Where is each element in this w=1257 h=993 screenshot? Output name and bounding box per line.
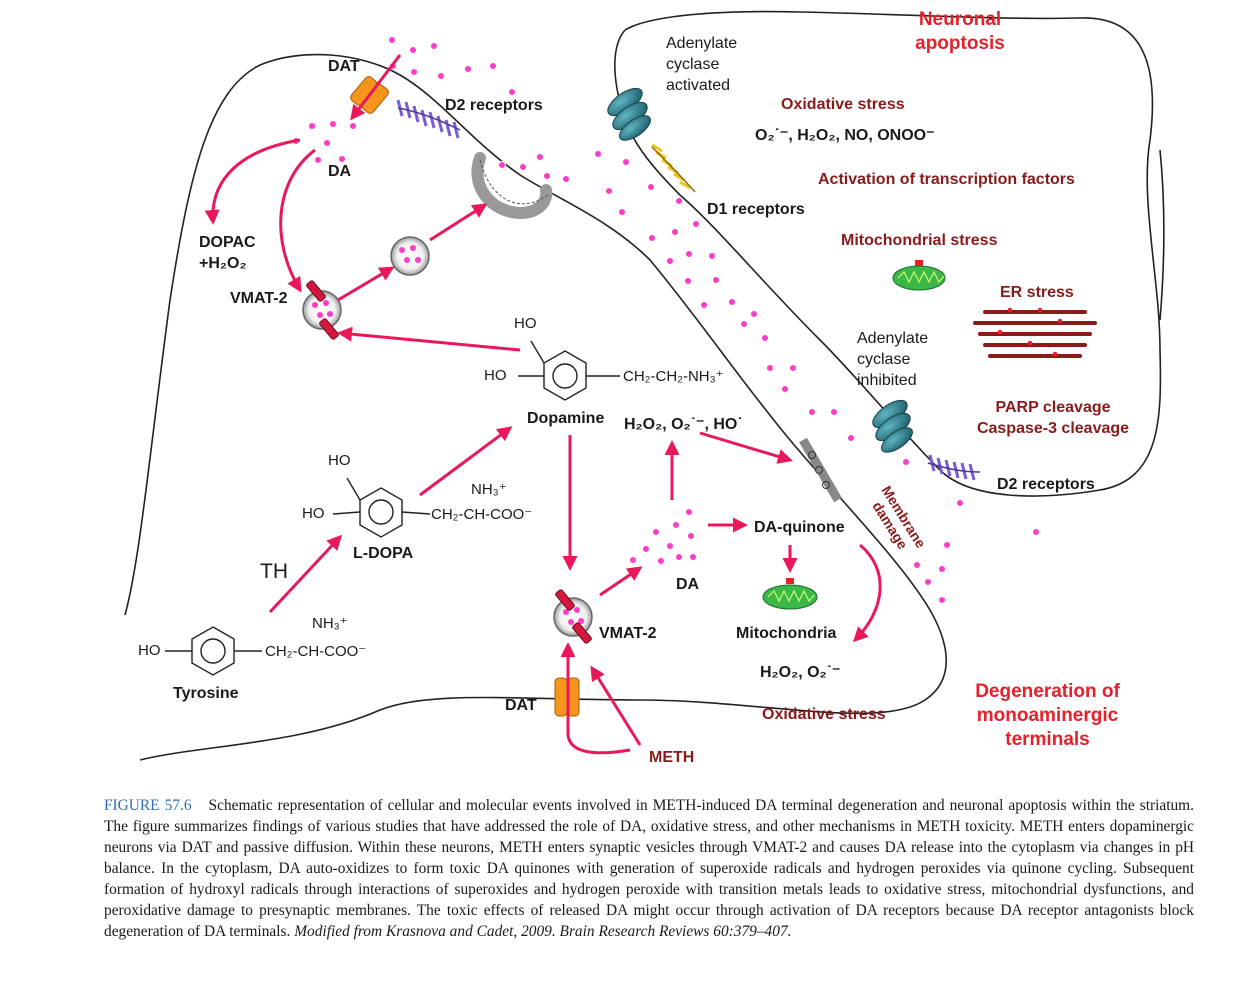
transcription-factors-label: Activation of transcription factors	[818, 171, 1075, 188]
er-stress-icon	[973, 307, 1097, 358]
d2-receptors-top-label: D2 receptors	[445, 97, 543, 114]
adenylate-inhibited-line1: Adenylate	[857, 330, 929, 347]
arrow-meth-dat-top	[350, 54, 402, 121]
d1-receptors-label: D1 receptors	[707, 201, 805, 218]
dopac-label: DOPAC +H₂O₂	[199, 232, 256, 274]
pathway-arrows	[204, 54, 882, 755]
tyrosine-chain: CH₂-CH-COO⁻	[265, 643, 367, 660]
vmat2-mid-label: VMAT-2	[599, 625, 657, 642]
tyrosine-ho: HO	[138, 642, 161, 659]
adenylate-activated-line2: cyclase	[666, 56, 720, 73]
da-top-label: DA	[328, 163, 352, 180]
oxidative-stress-bottom-label: Oxidative stress	[762, 706, 886, 723]
arrow-vmat2-da	[599, 566, 643, 597]
postsynaptic-membrane	[614, 10, 1162, 497]
arrow-meth-vmat2	[590, 665, 642, 746]
ldopa-ho-left: HO	[302, 505, 325, 522]
degeneration-label: Degeneration of monoaminergic terminals	[965, 680, 1130, 752]
arrow-quinone-curve	[852, 543, 882, 643]
ldopa-label: L-DOPA	[353, 545, 414, 562]
th-enzyme-label: TH	[260, 560, 288, 583]
postsynaptic-membrane-right	[1159, 149, 1165, 321]
dat-top-label: DAT	[328, 58, 360, 75]
arrow-dopamine-vmat2	[337, 326, 521, 352]
er-stress-label: ER stress	[1000, 284, 1074, 301]
arrow-da-dopac	[204, 138, 301, 225]
mitochondria-label: Mitochondria	[736, 625, 837, 642]
adenylate-activated-label: Adenylate cyclase activated	[666, 33, 737, 96]
adenylate-activated-line1: Adenylate	[666, 35, 738, 52]
oxidative-stress-top-label: Oxidative stress	[781, 96, 905, 113]
adenylate-cyclase-top	[607, 87, 651, 141]
dopamine-chain: CH₂-CH₂-NH₃⁺	[623, 368, 724, 385]
parp-caspase-label: PARP cleavage Caspase-3 cleavage	[968, 397, 1138, 439]
caspase-cleavage-line: Caspase-3 cleavage	[976, 420, 1130, 437]
ros-bottom-label: H₂O₂, O₂˙⁻	[760, 664, 841, 681]
membrane-damage-marker	[799, 437, 842, 503]
degeneration-line2: monoaminergic	[976, 705, 1119, 726]
adenylate-activated-line3: activated	[666, 77, 731, 94]
neuronal-apoptosis-line2: apoptosis	[915, 33, 1005, 54]
degeneration-line3: terminals	[1005, 729, 1090, 750]
vesicle-releasing	[390, 236, 430, 276]
arrow-vesicle-release	[337, 266, 395, 302]
d2-receptors-right-label: D2 receptors	[997, 476, 1095, 493]
dopac-line2: +H₂O₂	[199, 255, 247, 272]
da-quinone-label: DA-quinone	[754, 519, 845, 536]
parp-cleavage-line: PARP cleavage	[995, 399, 1111, 416]
vesicle-center	[553, 589, 593, 644]
da-mid-label: DA	[676, 576, 700, 593]
degeneration-line1: Degeneration of	[975, 681, 1120, 702]
figure-number: FIGURE 57.6	[104, 797, 192, 814]
neuronal-apoptosis-label: Neuronal apoptosis	[910, 8, 1010, 56]
d1-receptor	[651, 143, 696, 193]
vesicle-fusing	[471, 152, 553, 220]
dopamine-ho-top: HO	[514, 315, 537, 332]
arrow-da-vmat2	[279, 148, 316, 293]
ros-mid-label: H₂O₂, O₂˙⁻, HO˙	[624, 416, 743, 433]
tyrosine-ring	[165, 626, 262, 676]
tyrosine-nh3: NH₃⁺	[312, 615, 348, 632]
d2-receptor-right	[927, 454, 981, 481]
mitochondrial-stress-label: Mitochondrial stress	[841, 232, 998, 249]
arrow-meth-dat-bottom	[560, 642, 631, 755]
dopamine-label: Dopamine	[527, 410, 605, 427]
d2-receptor-top	[396, 99, 461, 139]
arrow-ros-membrane	[699, 431, 793, 464]
ldopa-nh3: NH₃⁺	[471, 481, 507, 498]
adenylate-inhibited-line2: cyclase	[857, 351, 911, 368]
dat-transporter-top	[350, 76, 389, 114]
caption-text: Schematic representation of cellular and…	[104, 797, 1194, 940]
figure-caption: FIGURE 57.6 Schematic representation of …	[104, 795, 1194, 942]
dopamine-ho-left: HO	[484, 367, 507, 384]
meth-toxicity-diagram	[124, 10, 1165, 761]
ros-top-label: O₂˙⁻, H₂O₂, NO, ONOO⁻	[755, 127, 935, 144]
caption-source: Modified from Krasnova and Cadet, 2009. …	[294, 923, 792, 940]
vesicle-left	[302, 280, 342, 340]
neuronal-apoptosis-line1: Neuronal	[918, 9, 1002, 30]
adenylate-inhibited-label: Adenylate cyclase inhibited	[857, 328, 928, 391]
mitochondria-icon-bottom	[762, 578, 818, 610]
arrow-ldopa-dopamine	[419, 426, 513, 497]
mitochondria-icon-top	[892, 260, 946, 291]
dat-transporter-bottom	[554, 677, 580, 717]
adenylate-cyclase-bottom	[872, 399, 913, 453]
tyrosine-label: Tyrosine	[173, 685, 239, 702]
presynaptic-membrane	[124, 53, 947, 761]
vmat2-left-label: VMAT-2	[230, 290, 288, 307]
ldopa-chain: CH₂-CH-COO⁻	[431, 506, 533, 523]
dopac-line1: DOPAC	[199, 234, 256, 251]
arrow-tyrosine-ldopa	[268, 534, 343, 614]
ldopa-ring	[332, 477, 431, 538]
arrow-to-fusion	[429, 203, 488, 242]
dopamine-ring	[518, 340, 620, 401]
dopamine-dots	[292, 36, 1040, 604]
meth-label: METH	[649, 749, 695, 766]
cell-membranes	[124, 10, 1165, 761]
dat-bottom-label: DAT	[505, 697, 537, 714]
ldopa-ho-top: HO	[328, 452, 351, 469]
adenylate-inhibited-line3: inhibited	[857, 372, 917, 389]
